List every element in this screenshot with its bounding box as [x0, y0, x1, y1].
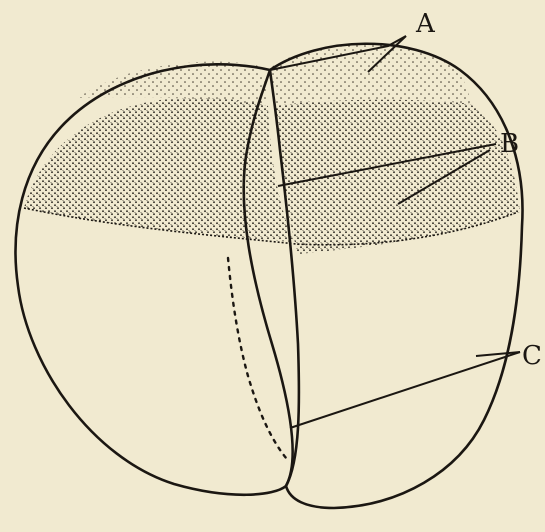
right-light-cap: [269, 44, 470, 106]
label-c: C: [522, 341, 542, 371]
right-dark-band: [276, 100, 520, 254]
label-a: A: [415, 9, 436, 39]
label-b: B: [500, 129, 519, 159]
